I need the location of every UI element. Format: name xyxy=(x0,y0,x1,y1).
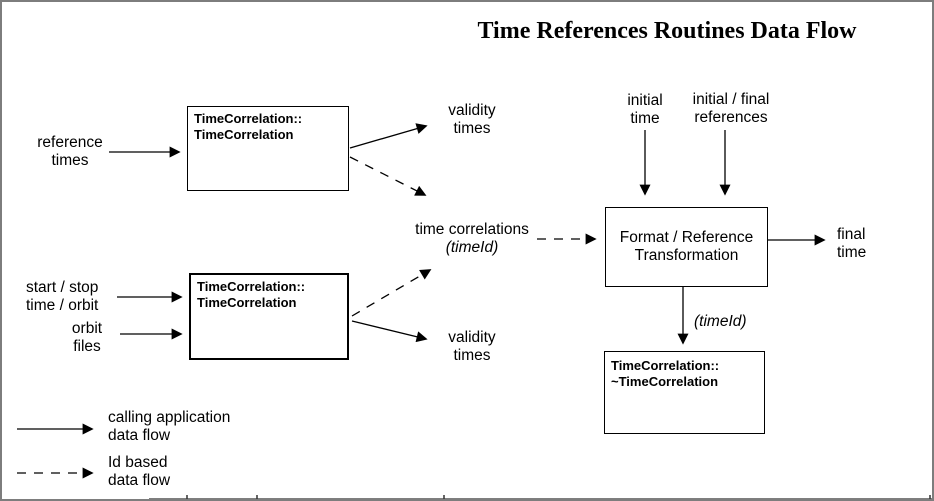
box-format-reference-transformation: Format / Reference Transformation xyxy=(605,207,768,287)
label-timeid-param: (timeId) xyxy=(694,313,747,330)
page-title: Time References Routines Data Flow xyxy=(477,18,857,44)
box-text: TimeCorrelation:: xyxy=(194,111,303,126)
box-timecorrelation-constructor-bottom: TimeCorrelation:: TimeCorrelation xyxy=(189,273,349,360)
box-timecorrelation-destructor: TimeCorrelation:: ~TimeCorrelation xyxy=(604,351,765,434)
arrow-constructor-top-to-validity-times xyxy=(349,123,428,149)
label-start-stop-time-orbit: start / stop time / orbit xyxy=(26,279,99,314)
label-orbit-files: orbit files xyxy=(71,320,103,355)
arrow-constructor-bottom-to-validity-times xyxy=(351,320,428,343)
box-text: TimeCorrelation xyxy=(197,294,297,310)
label-validity-times-top: validity times xyxy=(448,102,496,137)
box-text: TimeCorrelation:: xyxy=(611,358,720,373)
box-text: TimeCorrelation:: xyxy=(197,279,306,294)
label-reference-times: reference times xyxy=(37,134,103,169)
box-text: ~TimeCorrelation xyxy=(611,373,719,389)
box-text: Transformation xyxy=(634,247,739,264)
label-final-time: final time xyxy=(837,226,867,261)
legend-dashed-label: Id based data flow xyxy=(108,454,171,489)
box-text: TimeCorrelation xyxy=(194,126,294,142)
arrow-constructor-top-to-time-correlations xyxy=(349,156,427,196)
label-validity-times-bottom: validity times xyxy=(448,329,496,364)
label-time-correlations: time correlations (timeId) xyxy=(415,221,529,256)
box-timecorrelation-constructor-top: TimeCorrelation:: TimeCorrelation xyxy=(187,106,349,191)
label-initial-time: initial time xyxy=(627,92,663,127)
arrow-constructor-bottom-to-time-correlations xyxy=(351,269,432,317)
label-initial-final-references: initial / final references xyxy=(692,91,770,126)
box-text: Format / Reference xyxy=(619,229,754,246)
legend-solid-label: calling application data flow xyxy=(108,409,231,444)
